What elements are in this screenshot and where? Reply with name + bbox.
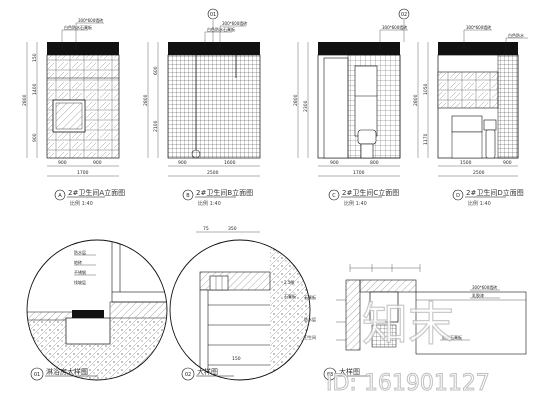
- label-d02-2: 石膏板: [284, 293, 296, 299]
- callout-c-1: 300*600墙砖: [382, 24, 407, 30]
- title-elevation-a: 2#卫生间A立面图: [68, 188, 125, 197]
- title-detail-03: 大样图: [339, 367, 360, 376]
- scale-elevation-c: 比例 1:40: [344, 200, 367, 207]
- marker-d: D: [456, 193, 460, 199]
- detail-03: 石膏板 防水层 卫生间 300*600墙砖 乳胶漆 防水石膏板 03 大样图: [304, 264, 527, 381]
- label-d01-2: 地砖: [74, 259, 82, 265]
- dim-a-bottom-2: 900: [93, 160, 102, 166]
- dim-b-left-1: 600: [153, 66, 159, 75]
- marker-02: 02: [185, 372, 191, 378]
- dim-a-left-3: 900: [32, 133, 38, 142]
- dim-a-left-1: 150: [32, 53, 38, 62]
- dim-a-bottom-1: 900: [58, 160, 67, 166]
- label-d03-1: 石膏板: [304, 294, 316, 300]
- callout-b-1: 白色防水石膏板: [207, 26, 235, 32]
- dim-a-total: 1700: [77, 170, 89, 176]
- detail-ref-circle: [191, 149, 201, 159]
- dim-b-bottom-2: 1600: [224, 160, 236, 166]
- detail-02: 75 350 2.5厚 石膏板 150 02 大样图: [169, 226, 311, 381]
- shower-screen: [323, 57, 349, 159]
- toilet-front: [483, 119, 497, 131]
- label-d01-3: 不锈钢: [74, 269, 86, 275]
- dim-c-total: 1700: [353, 170, 365, 176]
- dim-c-left-1: 2300: [303, 100, 309, 112]
- callout-b-2: 300*600墙砖: [222, 20, 247, 26]
- label-d03-6: 防水石膏板: [442, 334, 462, 340]
- elevation-c: 02 300*600墙砖 2300 2800 900 800 1700 C 2#…: [293, 8, 410, 207]
- watermark-logo: 知末: [362, 297, 454, 351]
- toilet-side: [357, 129, 377, 145]
- detail-01: 防水层 地砖 不锈钢 找坡层 01 淋浴房大样图: [26, 239, 168, 381]
- dim-b-left-2: 2100: [153, 120, 159, 132]
- mirror-cabinet: [437, 71, 499, 109]
- marker-c: C: [332, 193, 336, 199]
- vanity: [451, 115, 483, 133]
- watermark: 知末 ID: 161901127: [326, 296, 491, 396]
- elevation-b: 01 白色防水石膏板 300*600墙砖 600 2100 2800 900 1…: [143, 8, 261, 207]
- dim-d02-top-1: 75: [203, 226, 209, 232]
- scale-elevation-a: 比例 1:40: [70, 200, 93, 207]
- label-d02-1: 2.5厚: [284, 280, 294, 285]
- scale-elevation-b: 比例 1:40: [198, 200, 221, 207]
- elevation-d: 300*600墙砖 白色防水 1050 1170 2800 1500 900 2…: [413, 24, 528, 207]
- scale-elevation-d: 比例 1:40: [468, 200, 491, 207]
- marker-01: 01: [34, 372, 40, 378]
- callout-a-2: 300*600墙砖: [78, 17, 103, 23]
- dim-d-left-2: 1170: [423, 133, 429, 145]
- dim-a-left-2: 1400: [32, 83, 38, 95]
- dim-c-bottom-1: 900: [330, 160, 339, 166]
- marker-a: A: [58, 193, 62, 199]
- dim-d02-top-2: 350: [228, 226, 237, 232]
- dim-b-total: 2500: [207, 170, 219, 176]
- dim-d-height: 2800: [413, 94, 419, 106]
- title-elevation-d: 2#卫生间D立面图: [466, 188, 524, 197]
- label-d03-5: 乳胶漆: [472, 292, 484, 298]
- dim-d-total: 2500: [473, 170, 485, 176]
- title-elevation-b: 2#卫生间B立面图: [196, 188, 253, 197]
- dim-c-height: 2800: [293, 94, 299, 106]
- dim-c-bottom-2: 800: [370, 160, 379, 166]
- marker-03: 03: [327, 372, 333, 378]
- label-d03-2: 防水层: [304, 316, 316, 322]
- callout-d-2: 白色防水: [508, 32, 524, 38]
- dim-b-height: 2800: [143, 94, 149, 106]
- detail-ref-01: 01: [210, 12, 216, 18]
- dim-d-bottom-1: 1500: [460, 160, 472, 166]
- drain-trench: [65, 317, 111, 345]
- label-d01-1: 防水层: [74, 249, 86, 255]
- dim-d-left-1: 1050: [423, 83, 429, 95]
- dim-b-bottom-1: 900: [178, 160, 187, 166]
- marker-b: B: [186, 193, 190, 199]
- label-d03-4: 300*600墙砖: [472, 284, 497, 290]
- dim-d-bottom-2: 900: [503, 160, 512, 166]
- label-d02-3: 150: [232, 356, 241, 362]
- label-d03-3: 卫生间: [304, 334, 316, 340]
- elevation-a: 白色防水石膏板 300*600墙砖 150 1400 900 2800 900 …: [22, 17, 125, 207]
- watermark-id: ID: 161901127: [326, 371, 490, 396]
- title-detail-02: 大样图: [197, 367, 218, 376]
- detail-ref-02: 02: [401, 12, 407, 18]
- callout-a-1: 白色防水石膏板: [64, 24, 92, 30]
- dim-a-height: 2800: [22, 94, 28, 106]
- callout-d-1: 300*600墙砖: [466, 24, 491, 30]
- title-elevation-c: 2#卫生间C立面图: [342, 188, 399, 197]
- title-detail-01: 淋浴房大样图: [46, 367, 88, 376]
- label-d01-4: 找坡层: [74, 279, 86, 285]
